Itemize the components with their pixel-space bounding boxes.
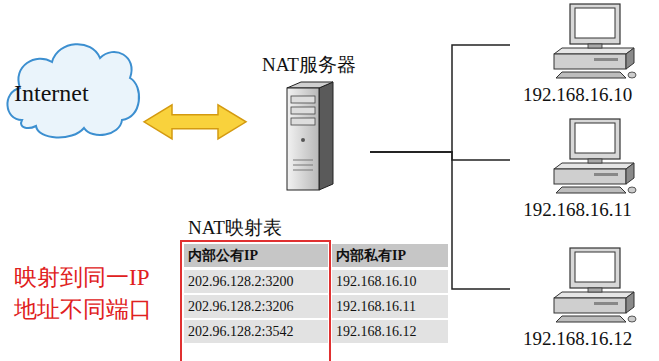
monitor	[570, 4, 620, 44]
server-icon	[285, 80, 335, 192]
computer-node: 192.168.16.10	[510, 2, 645, 106]
wire-line	[370, 45, 510, 152]
computer-node: 192.168.16.12	[510, 246, 645, 350]
table-title: NAT映射表	[188, 216, 328, 240]
table-cell: 202.96.128.2:3200	[184, 270, 328, 293]
mouse	[628, 187, 636, 193]
table-cell: 192.168.16.11	[332, 295, 448, 318]
case-side	[626, 48, 634, 69]
computer-icon	[548, 246, 638, 324]
keyboard	[556, 72, 626, 78]
case-top	[554, 163, 634, 169]
drive-slot	[594, 58, 618, 61]
wire-line	[370, 152, 510, 160]
arrow-body	[144, 105, 246, 139]
drive-bay	[291, 118, 315, 125]
screen	[575, 252, 615, 282]
computer-icon	[548, 117, 638, 195]
annotation-note: 映射到同一IP地址不同端口	[14, 262, 160, 326]
node-label: Internet	[14, 80, 89, 108]
monitor-stand	[588, 159, 602, 163]
drive-slot	[594, 302, 618, 305]
power-led	[301, 138, 305, 142]
mouse	[628, 316, 636, 322]
red-frame	[181, 241, 330, 361]
case-side	[626, 163, 634, 184]
wire-line	[370, 152, 510, 289]
screen	[575, 123, 615, 153]
case-side	[626, 292, 634, 313]
drive-bay	[291, 96, 315, 103]
keyboard	[556, 187, 626, 193]
vent	[293, 160, 313, 161]
case-top	[554, 48, 634, 54]
node-label: 192.168.16.10	[510, 84, 645, 106]
network-wire	[370, 152, 510, 160]
server-top	[287, 82, 333, 88]
vent	[293, 170, 313, 171]
cloud-outline	[7, 44, 139, 137]
vent	[293, 165, 313, 166]
table-cell: 192.168.16.10	[332, 270, 448, 293]
node-label: NAT服务器	[248, 54, 370, 76]
drive-bay	[291, 107, 315, 114]
monitor	[570, 248, 620, 288]
server-front	[287, 88, 319, 190]
network-wire	[370, 152, 510, 289]
screen	[575, 8, 615, 38]
server-node: NAT服务器	[248, 54, 370, 194]
keyboard	[556, 316, 626, 322]
network-wire	[370, 45, 510, 152]
node-label: 192.168.16.11	[510, 199, 645, 221]
computer-icon	[548, 2, 638, 80]
cloud-node: Internet	[2, 30, 142, 142]
monitor-stand	[588, 288, 602, 292]
case-front	[554, 298, 626, 313]
mouse	[628, 72, 636, 78]
node-label: 192.168.16.12	[510, 328, 645, 350]
case-front	[554, 54, 626, 69]
double-arrow	[144, 105, 246, 139]
drive-slot	[594, 173, 618, 176]
table-header: 内部私有IP	[332, 244, 448, 267]
table-cell: 202.96.128.2:3542	[184, 320, 328, 343]
monitor-stand	[588, 44, 602, 48]
computer-node: 192.168.16.11	[510, 117, 645, 221]
table-cell: 202.96.128.2:3206	[184, 295, 328, 318]
case-front	[554, 169, 626, 184]
server-side	[319, 82, 333, 190]
case-top	[554, 292, 634, 298]
table-header: 内部公有IP	[184, 244, 328, 267]
table-cell: 192.168.16.12	[332, 320, 448, 343]
monitor	[570, 119, 620, 159]
